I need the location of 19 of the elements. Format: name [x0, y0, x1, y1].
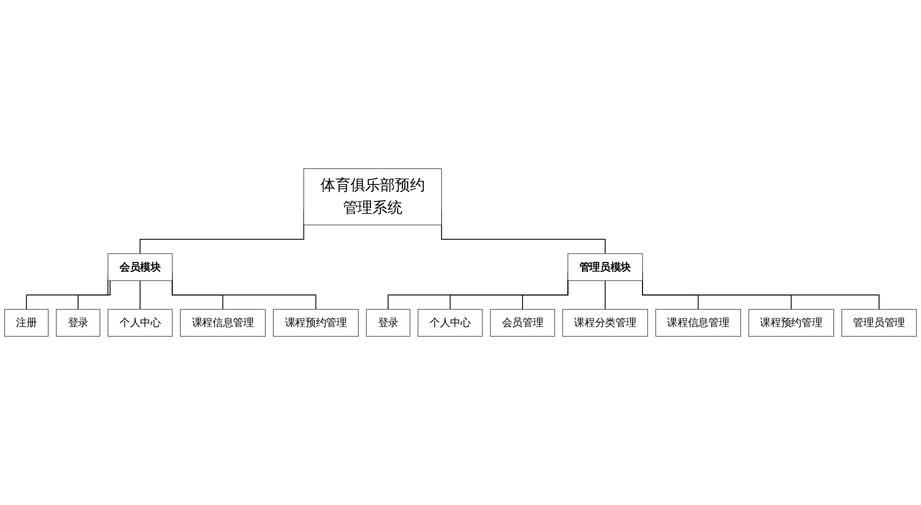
node-box: 课程信息管理 — [180, 309, 266, 337]
node-box: 课程预约管理 — [273, 309, 359, 337]
node-box: 管理员管理 — [841, 309, 917, 337]
node-box: 课程分类管理 — [562, 309, 648, 337]
connector — [522, 279, 568, 310]
node-box: 个人中心 — [418, 309, 483, 337]
connector — [78, 280, 110, 310]
node-box: 会员模块 — [108, 253, 173, 281]
node-box: 会员管理 — [490, 309, 555, 337]
node-box: 注册 — [4, 309, 49, 337]
node-box: 管理员模块 — [568, 253, 643, 281]
node-box: 个人中心 — [108, 309, 173, 337]
connector — [140, 280, 141, 310]
connector — [604, 280, 606, 310]
node-box: 登录 — [366, 309, 410, 337]
node-box: 课程预约管理 — [748, 309, 834, 337]
node-box: 体育俱乐部预约管理系统 — [303, 168, 442, 226]
node-box: 课程信息管理 — [655, 309, 741, 337]
node-box: 登录 — [56, 309, 100, 337]
